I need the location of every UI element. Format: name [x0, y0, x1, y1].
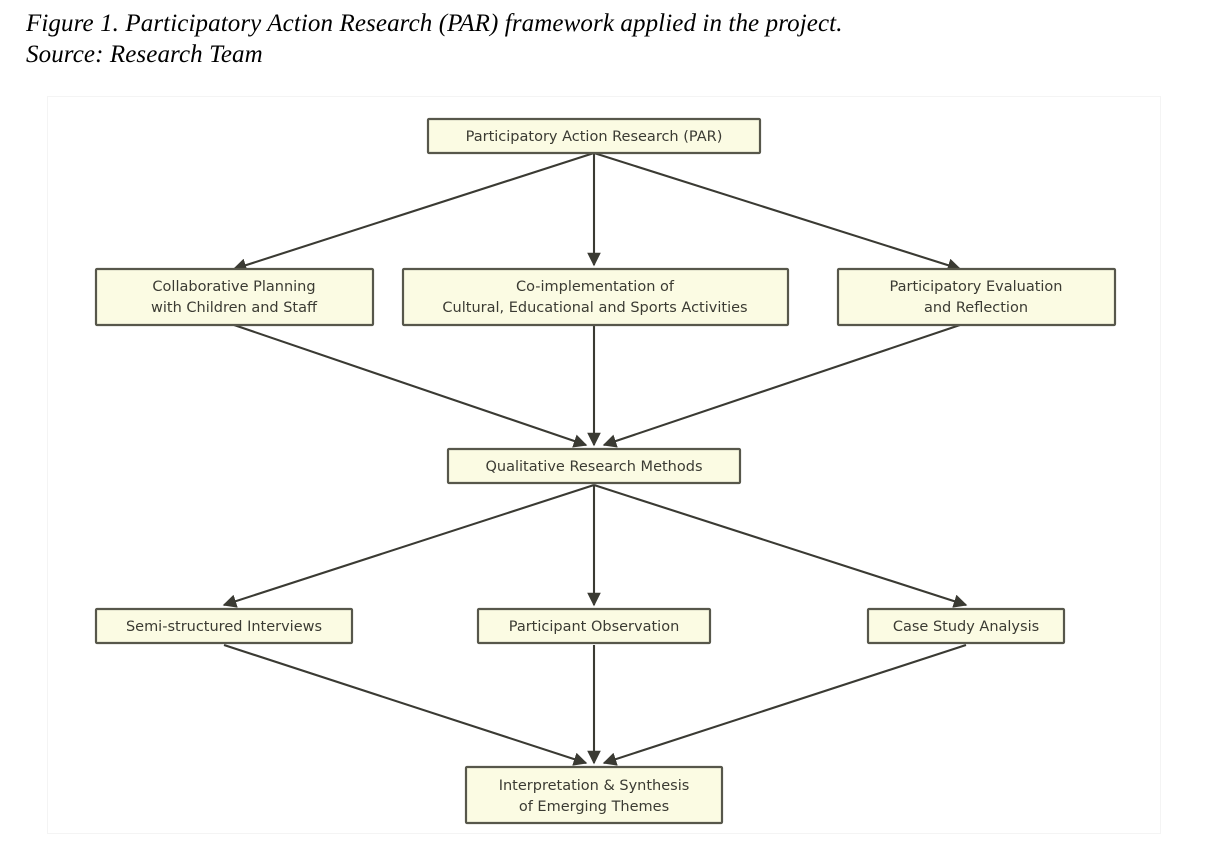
node-coimplementation-label-line1: Co-implementation of — [516, 279, 675, 295]
edges-methods-to-synthesis — [223, 644, 967, 766]
figure-canvas: Participatory Action Research (PAR) Coll… — [47, 96, 1161, 834]
caption-line-1: Figure 1. Participatory Action Research … — [26, 10, 843, 37]
node-observation-label: Participant Observation — [509, 619, 680, 635]
node-evaluation-label-line1: Participatory Evaluation — [890, 279, 1063, 295]
edge-casestudy-to-synthesis — [602, 644, 967, 766]
edge-qualitative-to-interviews — [222, 484, 595, 608]
node-synthesis-label-line1: Interpretation & Synthesis — [499, 778, 690, 794]
node-casestudy-label: Case Study Analysis — [893, 619, 1039, 635]
node-evaluation-label-line2: and Reflection — [924, 300, 1028, 316]
caption-line-2: Source: Research Team — [26, 41, 263, 68]
edge-evaluation-to-qualitative — [602, 324, 961, 448]
node-coimplementation-label-line2: Cultural, Educational and Sports Activit… — [442, 300, 747, 316]
figure-caption: Figure 1. Participatory Action Research … — [26, 8, 1146, 70]
edges-activities-to-qualitative — [233, 324, 961, 448]
node-synthesis-label-line2: of Emerging Themes — [519, 799, 669, 815]
node-par-label: Participatory Action Research (PAR) — [466, 129, 723, 145]
node-collaborative-planning[interactable]: Collaborative Planning with Children and… — [94, 267, 375, 327]
node-qualitative-label: Qualitative Research Methods — [486, 459, 703, 475]
node-co-implementation[interactable]: Co-implementation of Cultural, Education… — [401, 267, 790, 327]
node-qualitative-research-methods[interactable]: Qualitative Research Methods — [446, 447, 742, 485]
node-planning-label-line2: with Children and Staff — [151, 300, 318, 316]
par-framework-diagram: Participatory Action Research (PAR) Coll… — [94, 117, 1117, 825]
node-participant-observation[interactable]: Participant Observation — [476, 607, 712, 645]
node-planning-label-line1: Collaborative Planning — [152, 279, 315, 295]
edge-par-to-planning — [232, 152, 595, 272]
node-par[interactable]: Participatory Action Research (PAR) — [426, 117, 762, 155]
node-semi-structured-interviews[interactable]: Semi-structured Interviews — [94, 607, 354, 645]
edge-qualitative-to-casestudy — [593, 484, 968, 608]
node-interpretation-synthesis[interactable]: Interpretation & Synthesis of Emerging T… — [464, 765, 724, 825]
edge-par-to-evaluation — [593, 151, 962, 272]
edge-interviews-to-synthesis — [223, 644, 588, 766]
edges-par-to-activities — [232, 151, 962, 272]
node-interviews-label: Semi-structured Interviews — [126, 619, 322, 635]
edge-planning-to-qualitative — [233, 324, 588, 448]
node-participatory-evaluation[interactable]: Participatory Evaluation and Reflection — [836, 267, 1117, 327]
node-case-study-analysis[interactable]: Case Study Analysis — [866, 607, 1066, 645]
edges-qualitative-to-methods — [222, 484, 968, 608]
